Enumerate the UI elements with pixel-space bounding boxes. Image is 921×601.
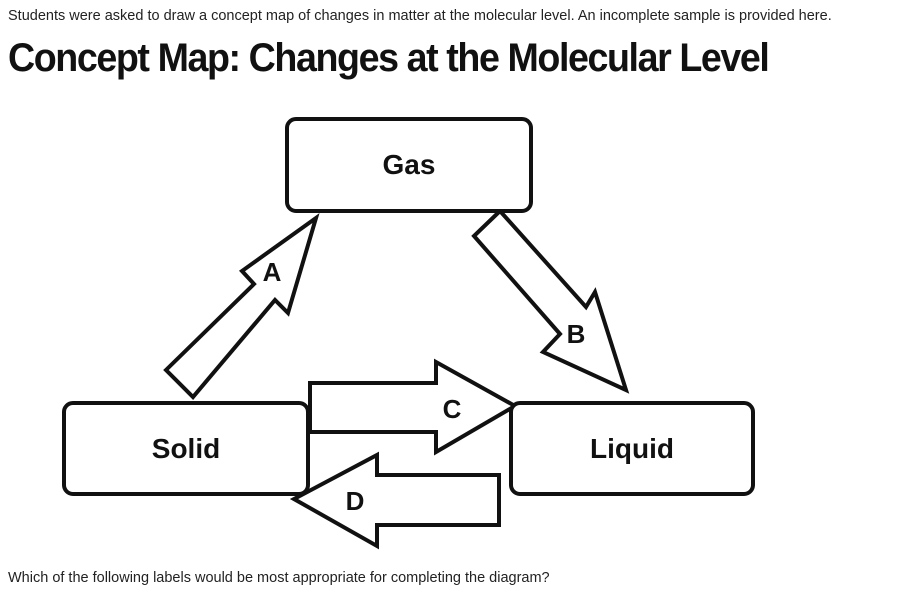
- arrow-a-label: A: [263, 257, 282, 287]
- gas-label: Gas: [383, 149, 436, 180]
- intro-text: Students were asked to draw a concept ma…: [8, 8, 832, 24]
- liquid-box: [509, 401, 755, 496]
- arrow-b: [471, 208, 630, 394]
- arrow-a: [163, 212, 320, 400]
- solid-box: [62, 401, 310, 496]
- arrow-c-label: C: [443, 394, 462, 424]
- page-title: Concept Map: Changes at the Molecular Le…: [8, 36, 770, 80]
- solid-label: Solid: [152, 433, 220, 464]
- question-text: Which of the following labels would be m…: [8, 570, 550, 586]
- arrow-b-label: B: [567, 319, 586, 349]
- arrow-d: [289, 451, 501, 550]
- gas-box: [285, 117, 533, 213]
- arrow-d-label: D: [346, 486, 365, 516]
- arrow-c: [308, 358, 520, 456]
- liquid-label: Liquid: [590, 433, 674, 464]
